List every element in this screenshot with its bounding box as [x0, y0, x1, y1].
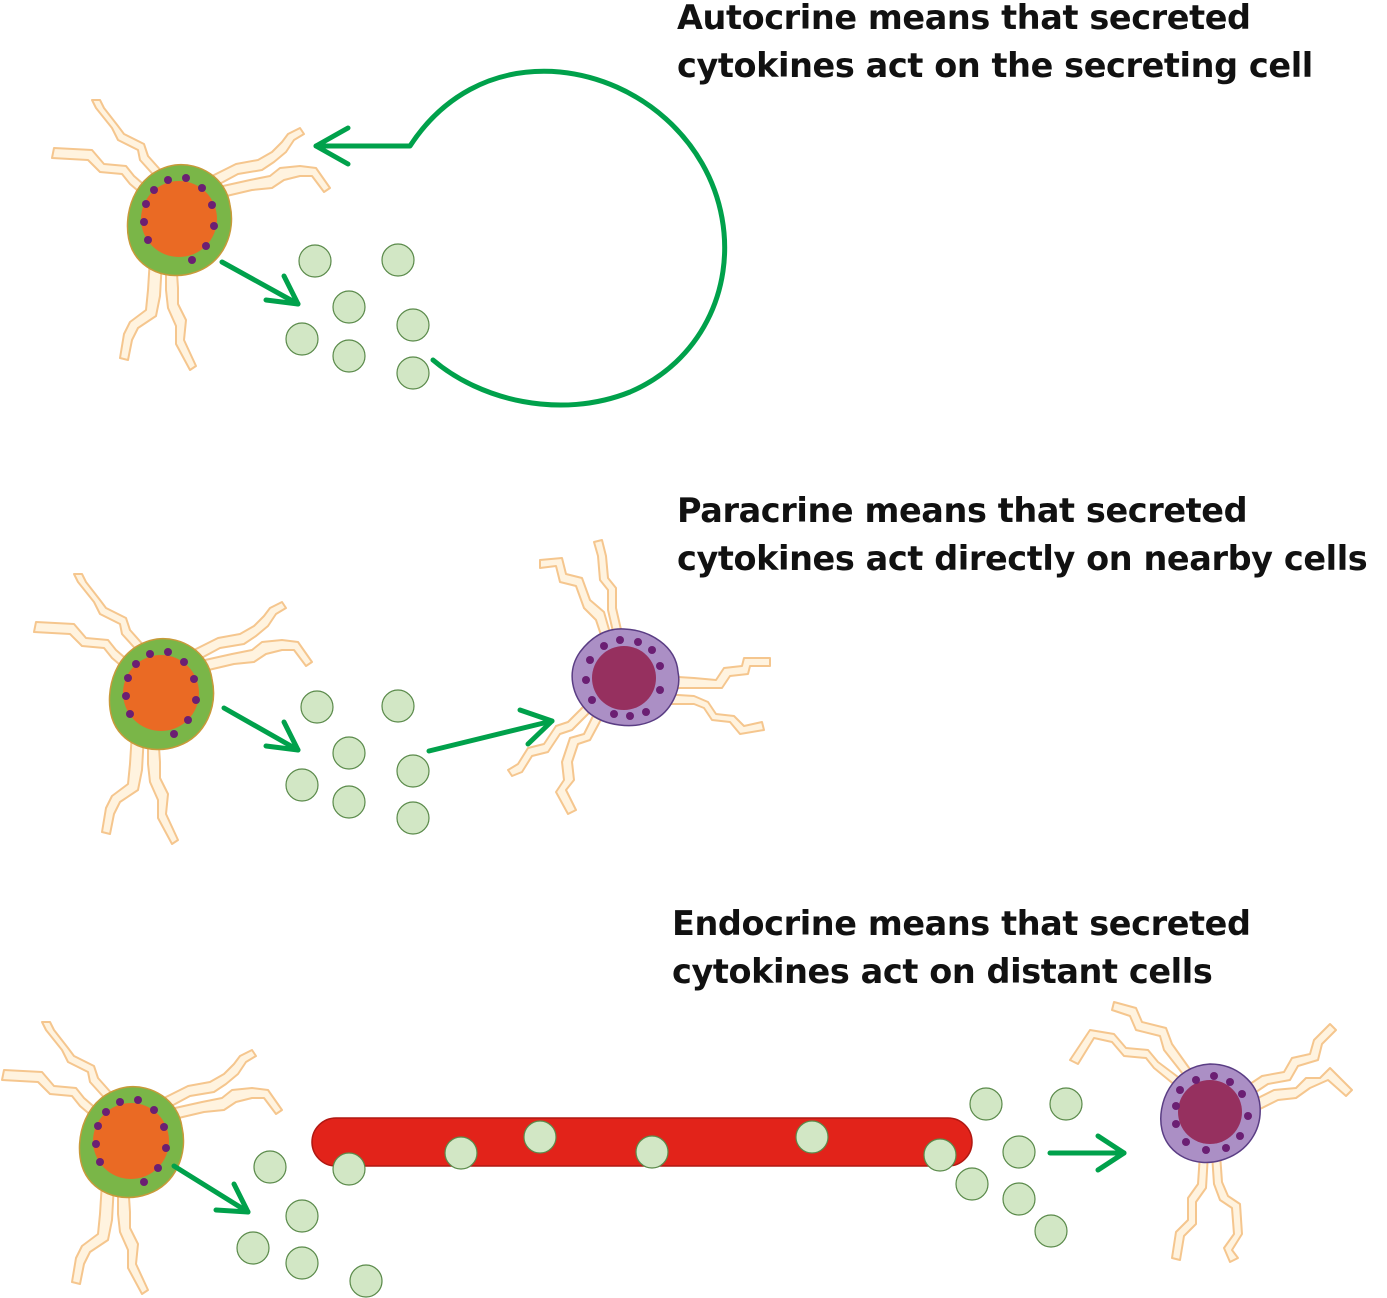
receptor-upper-right	[213, 165, 331, 199]
paracrine-caption-line-1: Paracrine means that secreted	[677, 491, 1248, 530]
secretion-arrow	[219, 259, 301, 307]
autocrine-caption: Autocrine means that secreted cytokines …	[677, 0, 1313, 90]
endocrine-caption-line-2: cytokines act on distant cells	[672, 952, 1213, 991]
receptor-upper-right-2	[207, 127, 305, 189]
cytokines	[285, 243, 430, 390]
granules	[122, 648, 200, 738]
endocrine-panel	[1, 1001, 1353, 1298]
endocrine-caption: Endocrine means that secreted cytokines …	[672, 900, 1251, 996]
receptor-bottom-2	[165, 257, 197, 371]
autocrine-caption-line-2: cytokines act on the secreting cell	[677, 46, 1313, 85]
paracrine-panel	[33, 539, 771, 845]
granules	[582, 636, 664, 720]
autocrine-caption-line-1: Autocrine means that secreted	[677, 0, 1251, 37]
receptors	[1, 1021, 283, 1295]
signal-arrow	[1047, 1133, 1127, 1173]
endocrine-caption-line-1: Endocrine means that secreted	[672, 904, 1251, 943]
granules	[1172, 1072, 1252, 1154]
autocrine-loop-arrow	[313, 68, 728, 408]
receptors	[1069, 1001, 1353, 1263]
secretion-arrow	[171, 1163, 251, 1215]
secreting-cell-nucleus	[93, 1103, 169, 1179]
paracrine-caption-line-2: cytokines act directly on nearby cells	[677, 539, 1368, 578]
granules	[92, 1096, 170, 1186]
receptor-upper-left-2	[91, 99, 165, 181]
receptors	[33, 573, 313, 845]
cytokines	[285, 689, 430, 835]
secreting-cell-nucleus	[123, 655, 199, 731]
signal-arrow	[426, 707, 555, 754]
cytokines	[236, 1087, 1083, 1298]
receptor-bottom	[119, 257, 163, 361]
secreting-cell-nucleus	[141, 181, 217, 257]
paracrine-caption: Paracrine means that secreted cytokines …	[677, 487, 1368, 583]
target-cell-nucleus	[592, 646, 656, 710]
secretion-arrow	[221, 705, 301, 753]
receptors	[51, 99, 331, 371]
granules	[140, 174, 218, 264]
target-cell-nucleus	[1178, 1080, 1242, 1144]
receptor-upper-left	[51, 147, 151, 197]
autocrine-panel	[51, 68, 728, 408]
